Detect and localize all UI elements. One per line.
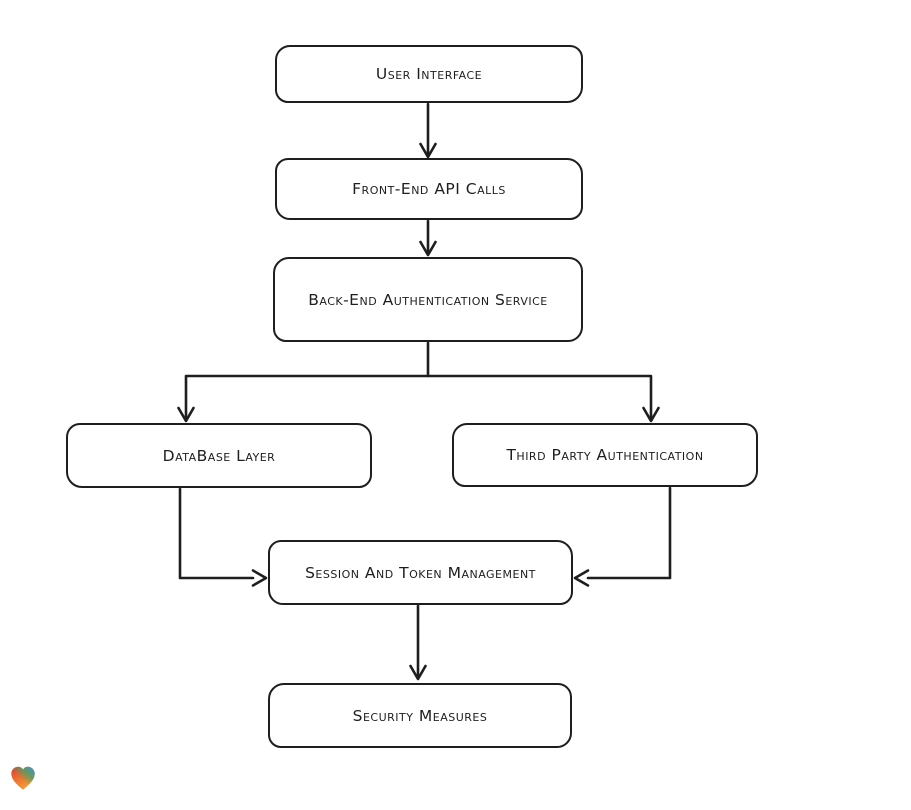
gradient-heart-logo[interactable] [8, 762, 38, 794]
node-label: DataBase Layer [162, 446, 276, 465]
node-label: User Interface [375, 65, 483, 83]
heart-shape-overlay [11, 766, 35, 790]
node-back-end-auth-service: Back-End Authentication Service [273, 257, 583, 342]
edge-session-to-security [409, 604, 427, 681]
node-user-interface: User Interface [275, 45, 583, 103]
node-label: Back-End Authentication Service [308, 290, 548, 309]
edge-database-to-session [178, 487, 268, 587]
edge-backend-to-thirdparty [426, 374, 660, 423]
node-label: Session And Token Management [305, 563, 536, 582]
node-front-end-api-calls: Front-End API Calls [275, 158, 583, 220]
node-label: Security Measures [352, 706, 488, 725]
node-third-party-auth: Third Party Authentication [452, 423, 758, 487]
node-security-measures: Security Measures [268, 683, 572, 748]
node-session-token-management: Session And Token Management [268, 540, 573, 605]
node-label: Front-End API Calls [352, 180, 506, 198]
node-database-layer: DataBase Layer [66, 423, 372, 488]
edge-thirdparty-to-session [573, 486, 672, 587]
edge-backend-to-database [177, 341, 430, 423]
edge-ui-to-frontend [419, 102, 437, 159]
node-label: Third Party Authentication [506, 446, 704, 464]
edge-frontend-to-backend [419, 219, 437, 257]
